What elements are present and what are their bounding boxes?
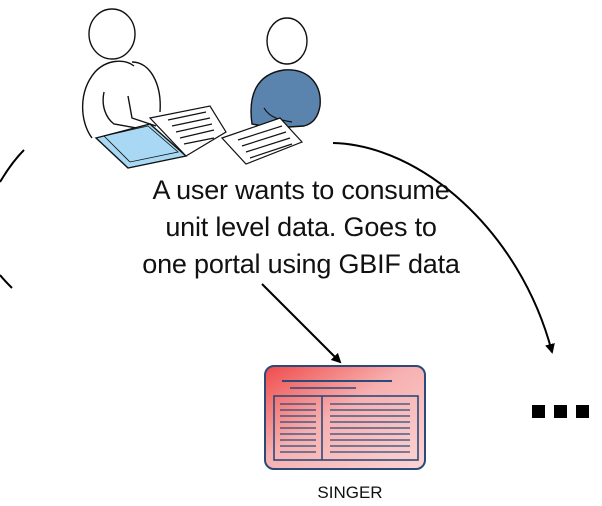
arrow-to-portal [261,283,342,364]
ellipsis-dot [532,405,545,418]
document-icon [148,105,227,157]
user-right-icon [250,17,321,129]
ellipsis-icon [532,405,602,419]
arrow-to-more [332,142,555,354]
connector-line [0,274,13,289]
user-left-icon [82,8,161,139]
ellipsis-dot [554,405,567,418]
caption-line: one portal using GBIF data [142,249,460,279]
portal-icon [264,365,426,470]
caption-line: unit level data. Goes to [165,212,437,242]
diagram-caption: A user wants to consume unit level data.… [0,172,602,283]
connector-line [0,149,25,183]
ellipsis-dot [576,405,589,418]
portal-label: SINGER [317,483,383,502]
caption-line: A user wants to consume [152,175,450,205]
document-icon [220,117,304,165]
